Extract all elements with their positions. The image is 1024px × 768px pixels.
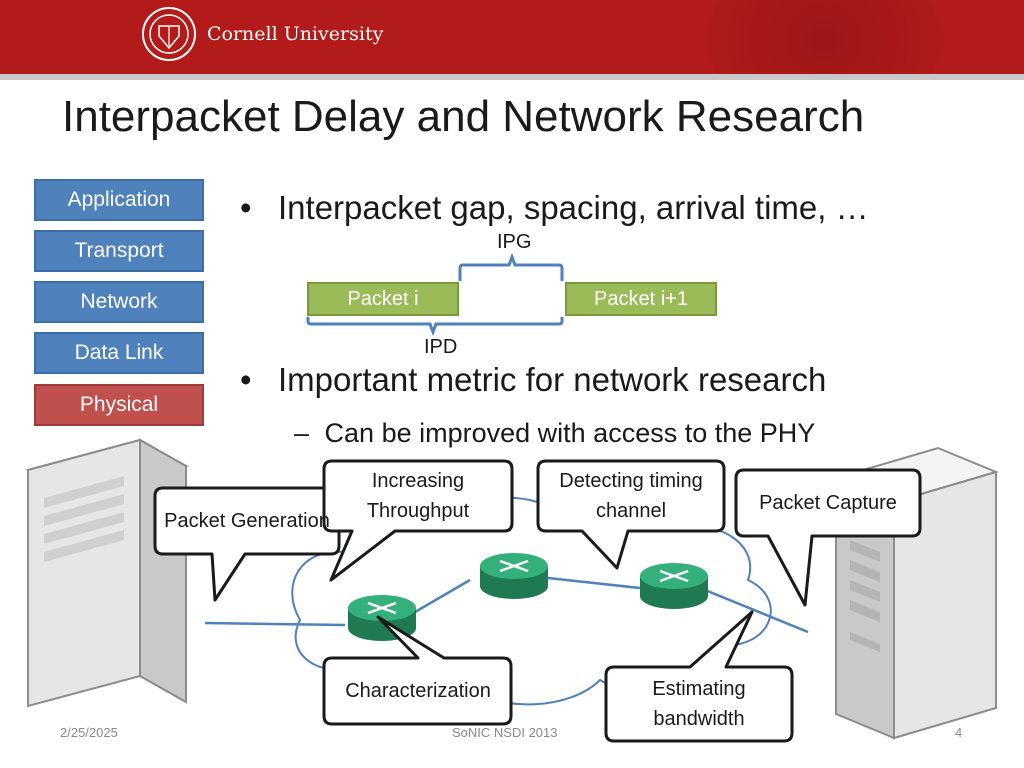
link-left-server xyxy=(204,621,346,627)
callout-text-estimating-bandwidth: Estimating bandwidth xyxy=(652,678,746,730)
callout-increasing-throughput xyxy=(322,459,514,582)
sub-bullet-dash: – xyxy=(294,418,310,448)
sub-bullet-text: Can be improved with access to the PHY xyxy=(324,418,816,448)
header-banner xyxy=(0,0,1024,74)
packet-i: Packet i xyxy=(307,282,459,316)
ipd-bracket xyxy=(306,317,564,337)
banner-decoration xyxy=(704,0,944,74)
link-router-1-2 xyxy=(414,578,471,614)
bullet-text: Important metric for network research xyxy=(278,361,827,398)
layer-transport: Transport xyxy=(34,230,204,272)
link-right-server xyxy=(704,588,809,634)
layer-application: Application xyxy=(34,179,204,221)
callout-detecting-timing xyxy=(536,459,726,570)
packet-i-plus-1: Packet i+1 xyxy=(565,282,717,316)
footer-center-text: SoNIC NSDI 2013 xyxy=(452,725,558,740)
ipg-label: IPG xyxy=(497,231,532,253)
slide-number: 4 xyxy=(955,725,963,740)
callout-estimating-bandwidth xyxy=(604,610,794,743)
router-3-icon xyxy=(640,563,708,609)
banner-divider xyxy=(0,74,1024,80)
footer-date: 2/25/2025 xyxy=(60,725,118,740)
callout-characterization xyxy=(322,615,513,726)
university-seal-icon xyxy=(142,7,196,61)
bullet-text: Interpacket gap, spacing, arrival time, … xyxy=(278,189,869,226)
callout-packet-capture xyxy=(734,468,922,607)
ipd-label: IPD xyxy=(424,336,458,358)
callout-text-packet-generation: Packet Generation xyxy=(164,510,330,532)
bullet-dot-icon: • xyxy=(240,189,252,226)
callout-text-detecting-timing: Detecting timing channel xyxy=(559,470,703,522)
bullet-interpacket-gap: • Interpacket gap, spacing, arrival time,… xyxy=(240,189,869,227)
sub-bullet-phy-access: – Can be improved with access to the PHY xyxy=(294,418,815,449)
router-2-icon xyxy=(480,553,548,599)
university-name: Cornell University xyxy=(207,23,384,45)
layer-data-link: Data Link xyxy=(34,332,204,374)
bullet-dot-icon: • xyxy=(240,361,252,398)
layer-network: Network xyxy=(34,281,204,323)
slide-title: Interpacket Delay and Network Research xyxy=(62,92,865,141)
link-router-2-3 xyxy=(547,576,641,590)
layer-physical: Physical xyxy=(34,384,204,426)
ipg-bracket xyxy=(458,252,564,281)
callout-text-increasing-throughput: Increasing Throughput xyxy=(366,470,470,522)
server-left-icon xyxy=(25,438,189,708)
bullet-important-metric: • Important metric for network research xyxy=(240,361,826,399)
callout-text-packet-capture: Packet Capture xyxy=(759,492,897,514)
callout-text-characterization: Characterization xyxy=(345,680,491,702)
